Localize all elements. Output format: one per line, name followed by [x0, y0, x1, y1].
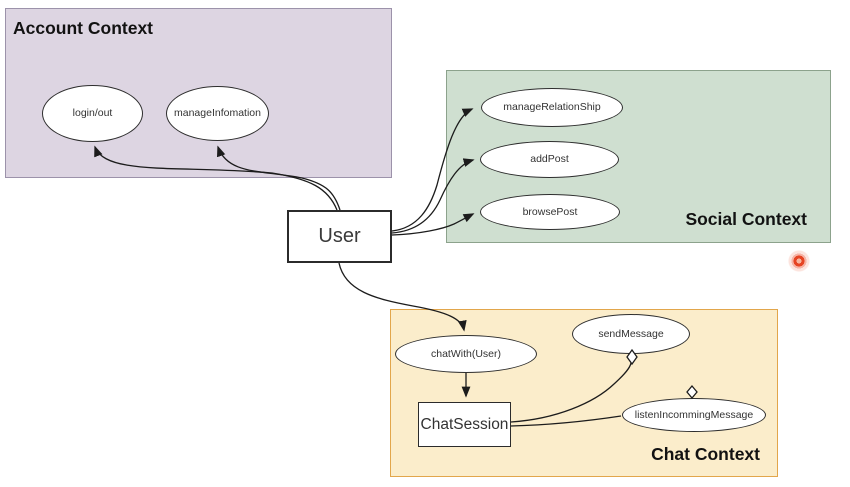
- usecase-send-message: sendMessage: [572, 314, 690, 354]
- node-chat-session: ChatSession: [418, 402, 511, 447]
- node-user-label: User: [318, 225, 361, 247]
- chat-context-title: Chat Context: [651, 444, 760, 464]
- usecase-add-post: addPost: [480, 141, 619, 178]
- usecase-login-out: login/out: [42, 85, 143, 142]
- account-context-title: Account Context: [13, 18, 153, 38]
- usecase-manage-relationship: manageRelationShip: [481, 88, 623, 127]
- usecase-manage-infomation: manageInfomation: [166, 86, 269, 141]
- node-chat-session-label: ChatSession: [420, 415, 509, 433]
- laser-pointer-dot: [787, 249, 811, 273]
- node-user: User: [287, 210, 392, 263]
- usecase-browse-post: browsePost: [480, 194, 620, 230]
- usecase-chat-with-user: chatWith(User): [395, 335, 537, 373]
- social-context-title: Social Context: [685, 209, 807, 229]
- usecase-listen-incomming-message: listenIncommingMessage: [622, 398, 766, 432]
